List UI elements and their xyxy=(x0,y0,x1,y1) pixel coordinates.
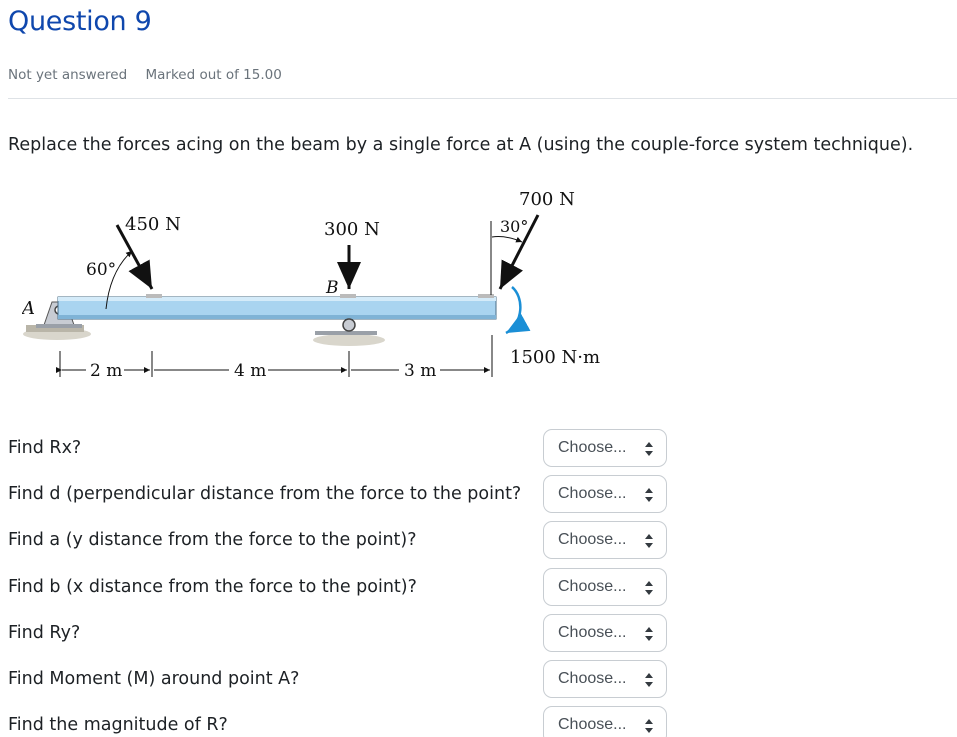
select-value: Choose... xyxy=(558,485,627,502)
question-status: Not yet answered xyxy=(8,67,128,83)
answer-select-ry[interactable]: Choose... xyxy=(543,614,667,652)
answer-row-a: Find a (y distance from the force to the… xyxy=(8,519,670,563)
updown-arrows-icon xyxy=(645,442,653,456)
beam xyxy=(57,296,497,320)
row-label: Find a (y distance from the force to the… xyxy=(8,530,417,550)
force-450-arrow xyxy=(115,224,154,290)
label-4m: 4 m xyxy=(234,361,266,381)
updown-arrows-icon xyxy=(645,627,653,641)
label-450n: 450 N xyxy=(125,214,181,235)
answer-row-r: Find the magnitude of R? Choose... xyxy=(8,704,670,737)
row-label: Find b (x distance from the force to the… xyxy=(8,577,417,597)
select-value: Choose... xyxy=(558,716,627,733)
answer-select-b[interactable]: Choose... xyxy=(543,568,667,606)
ground-hatch-a xyxy=(23,325,91,340)
answer-select-rx[interactable]: Choose... xyxy=(543,429,667,467)
force-700-arrow xyxy=(498,214,540,290)
row-label: Find the magnitude of R? xyxy=(8,715,228,735)
select-value: Choose... xyxy=(558,624,627,641)
roller-support-b xyxy=(313,318,385,346)
row-label: Find Ry? xyxy=(8,623,81,643)
label-2m: 2 m xyxy=(90,361,122,381)
question-prompt: Replace the forces acing on the beam by … xyxy=(8,135,914,155)
dimension-lines xyxy=(56,335,493,377)
updown-arrows-icon xyxy=(645,719,653,733)
beam-diagram: 450 N 60° 300 N B 700 N 30° 1500 N·m A xyxy=(20,185,622,385)
answer-row-rx: Find Rx? Choose... xyxy=(8,427,670,471)
answer-row-moment: Find Moment (M) around point A? Choose..… xyxy=(8,658,670,702)
updown-arrows-icon xyxy=(645,581,653,595)
label-3m: 3 m xyxy=(404,361,436,381)
question-info: Not yet answered Marked out of 15.00 xyxy=(8,67,296,83)
updown-arrows-icon xyxy=(645,488,653,502)
label-60deg: 60° xyxy=(86,260,116,280)
question-marks: Marked out of 15.00 xyxy=(145,67,282,83)
label-700n: 700 N xyxy=(519,189,575,210)
answer-row-d: Find d (perpendicular distance from the … xyxy=(8,473,670,517)
label-30deg: 30° xyxy=(500,217,528,236)
question-title: Question 9 xyxy=(8,6,152,37)
answer-select-a[interactable]: Choose... xyxy=(543,521,667,559)
row-label: Find Rx? xyxy=(8,438,82,458)
select-value: Choose... xyxy=(558,439,627,456)
answer-row-b: Find b (x distance from the force to the… xyxy=(8,566,670,610)
updown-arrows-icon xyxy=(645,673,653,687)
row-label: Find Moment (M) around point A? xyxy=(8,669,300,689)
answer-select-d[interactable]: Choose... xyxy=(543,475,667,513)
select-value: Choose... xyxy=(558,578,627,595)
select-value: Choose... xyxy=(558,531,627,548)
divider xyxy=(8,98,957,99)
label-a: A xyxy=(22,298,35,319)
label-300n: 300 N xyxy=(324,219,380,240)
updown-arrows-icon xyxy=(645,534,653,548)
label-moment: 1500 N·m xyxy=(510,347,600,368)
row-label: Find d (perpendicular distance from the … xyxy=(8,484,522,504)
moment-arrow xyxy=(505,286,531,335)
answer-select-r[interactable]: Choose... xyxy=(543,706,667,737)
select-value: Choose... xyxy=(558,670,627,687)
answer-select-moment[interactable]: Choose... xyxy=(543,660,667,698)
answer-row-ry: Find Ry? Choose... xyxy=(8,612,670,656)
label-b: B xyxy=(325,278,339,298)
